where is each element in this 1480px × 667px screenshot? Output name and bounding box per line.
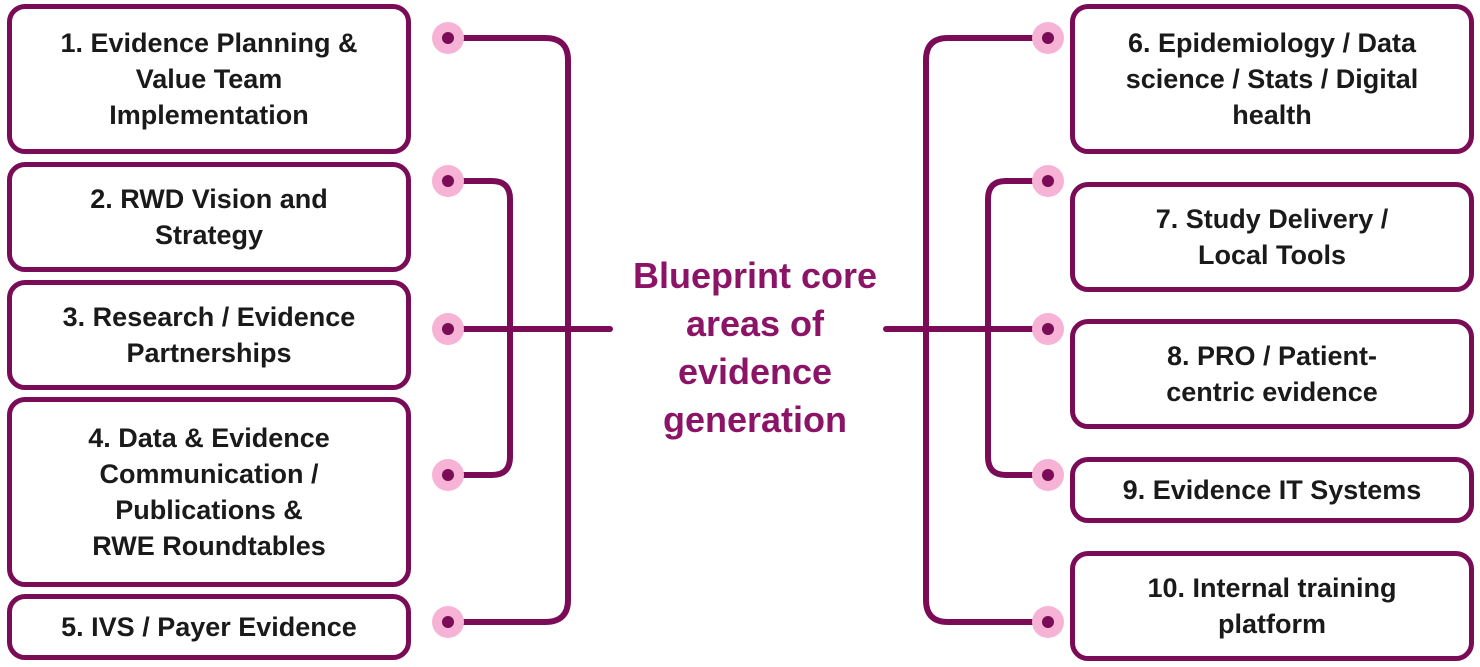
area-box-2: 2. RWD Vision and Strategy bbox=[7, 162, 411, 272]
connector-dot-icon bbox=[432, 313, 464, 345]
area-box-9: 9. Evidence IT Systems bbox=[1070, 457, 1474, 523]
area-box-label: 5. IVS / Payer Evidence bbox=[61, 612, 357, 642]
area-box-label: 4. Data & Evidence Communication / Publi… bbox=[88, 423, 330, 561]
connector-dot-icon bbox=[1032, 459, 1064, 491]
area-box-label: 2. RWD Vision and Strategy bbox=[90, 184, 328, 250]
area-box-label: 3. Research / Evidence Partnerships bbox=[62, 302, 356, 368]
area-box-label: 8. PRO / Patient- centric evidence bbox=[1166, 341, 1378, 407]
area-box-label: 9. Evidence IT Systems bbox=[1122, 475, 1422, 505]
area-box-label: 7. Study Delivery / Local Tools bbox=[1155, 204, 1389, 270]
area-box-8: 8. PRO / Patient- centric evidence bbox=[1070, 319, 1474, 429]
area-box-4: 4. Data & Evidence Communication / Publi… bbox=[7, 397, 411, 587]
area-box-5: 5. IVS / Payer Evidence bbox=[7, 594, 411, 660]
connector-dot-icon bbox=[432, 606, 464, 638]
area-box-label: 10. Internal training platform bbox=[1147, 573, 1397, 639]
connector-dot-icon bbox=[1032, 165, 1064, 197]
connector-dot-icon bbox=[432, 165, 464, 197]
connector-dot-icon bbox=[1032, 313, 1064, 345]
area-box-label: 6. Epidemiology / Data science / Stats /… bbox=[1125, 28, 1419, 130]
area-box-3: 3. Research / Evidence Partnerships bbox=[7, 280, 411, 390]
center-title: Blueprint core areas of evidence generat… bbox=[632, 255, 878, 440]
area-box-10: 10. Internal training platform bbox=[1070, 551, 1474, 661]
area-box-label: 1. Evidence Planning & Value Team Implem… bbox=[60, 28, 358, 130]
connector-dot-icon bbox=[432, 22, 464, 54]
area-box-7: 7. Study Delivery / Local Tools bbox=[1070, 182, 1474, 292]
connector-dot-icon bbox=[432, 459, 464, 491]
area-box-6: 6. Epidemiology / Data science / Stats /… bbox=[1070, 4, 1474, 154]
connector-dot-icon bbox=[1032, 606, 1064, 638]
area-box-1: 1. Evidence Planning & Value Team Implem… bbox=[7, 4, 411, 154]
connector-dot-icon bbox=[1032, 22, 1064, 54]
